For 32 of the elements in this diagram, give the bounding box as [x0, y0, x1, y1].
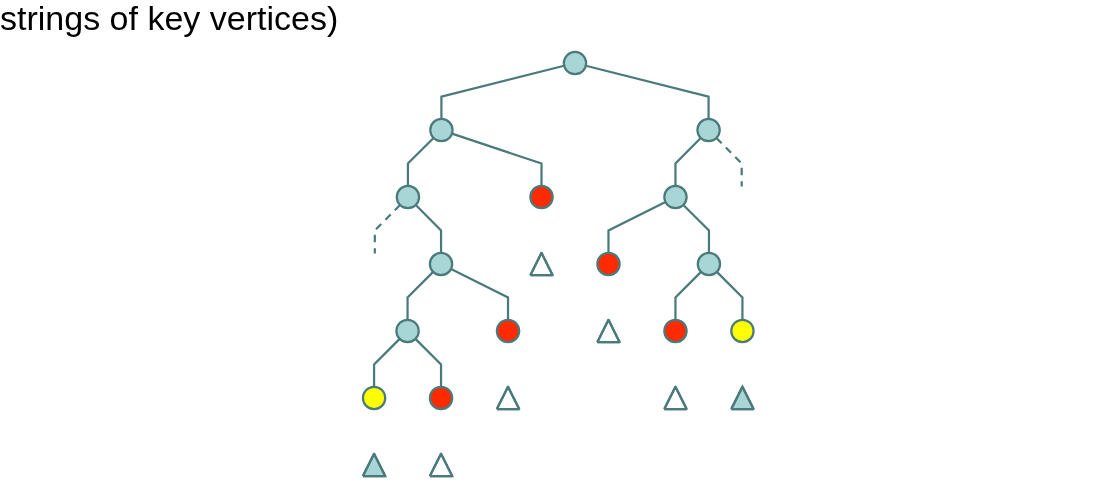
connector — [674, 137, 702, 186]
node-circle — [529, 184, 555, 210]
connector — [415, 204, 443, 253]
node-circle — [429, 385, 454, 411]
connector — [373, 204, 402, 254]
connector — [716, 271, 744, 320]
connector — [414, 338, 443, 387]
node-circle — [496, 318, 521, 344]
node-circle — [663, 184, 688, 210]
node-circle — [362, 385, 387, 411]
connector — [451, 132, 543, 186]
connector — [607, 201, 667, 253]
connector — [440, 64, 565, 119]
connector — [407, 137, 435, 186]
connector — [406, 271, 435, 320]
node-circle — [730, 318, 755, 344]
node-circle — [596, 251, 621, 277]
connector — [373, 338, 401, 387]
node-circle — [696, 251, 722, 277]
node-circle — [696, 117, 722, 143]
connector — [674, 271, 703, 320]
node-circle — [562, 50, 588, 76]
note-text: strings of key vertices) — [0, 0, 339, 36]
node-circle — [395, 184, 421, 210]
connector — [682, 204, 711, 253]
connector — [715, 137, 744, 187]
node-circle — [663, 318, 688, 344]
node-circle — [429, 117, 454, 143]
node-circle — [395, 318, 421, 344]
connector — [585, 64, 710, 119]
connector — [450, 268, 510, 320]
node-circle — [429, 251, 454, 277]
